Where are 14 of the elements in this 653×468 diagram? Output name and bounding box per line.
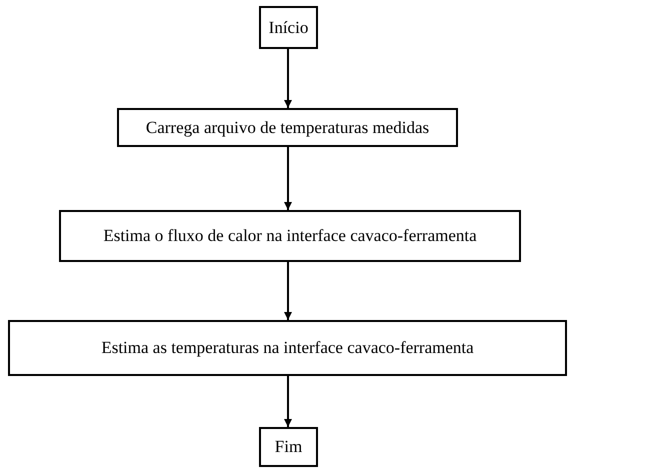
- process-box: [8, 320, 567, 376]
- process-box: [117, 108, 458, 147]
- box-text: Início: [268, 18, 308, 38]
- process-box: [59, 210, 521, 262]
- arrow: [284, 262, 292, 320]
- box-text: Carrega arquivo de temperaturas medidas: [146, 118, 430, 138]
- arrow: [284, 49, 292, 108]
- box-text: Fim: [274, 437, 302, 457]
- arrow: [284, 376, 292, 427]
- box-text: Estima o fluxo de calor na interface cavaco-ferramenta: [103, 226, 477, 246]
- box-text: Estima as temperaturas na interface cavaco-ferramenta: [101, 338, 474, 358]
- process-box: [259, 427, 318, 467]
- arrow: [284, 147, 292, 210]
- process-box: [259, 6, 318, 49]
